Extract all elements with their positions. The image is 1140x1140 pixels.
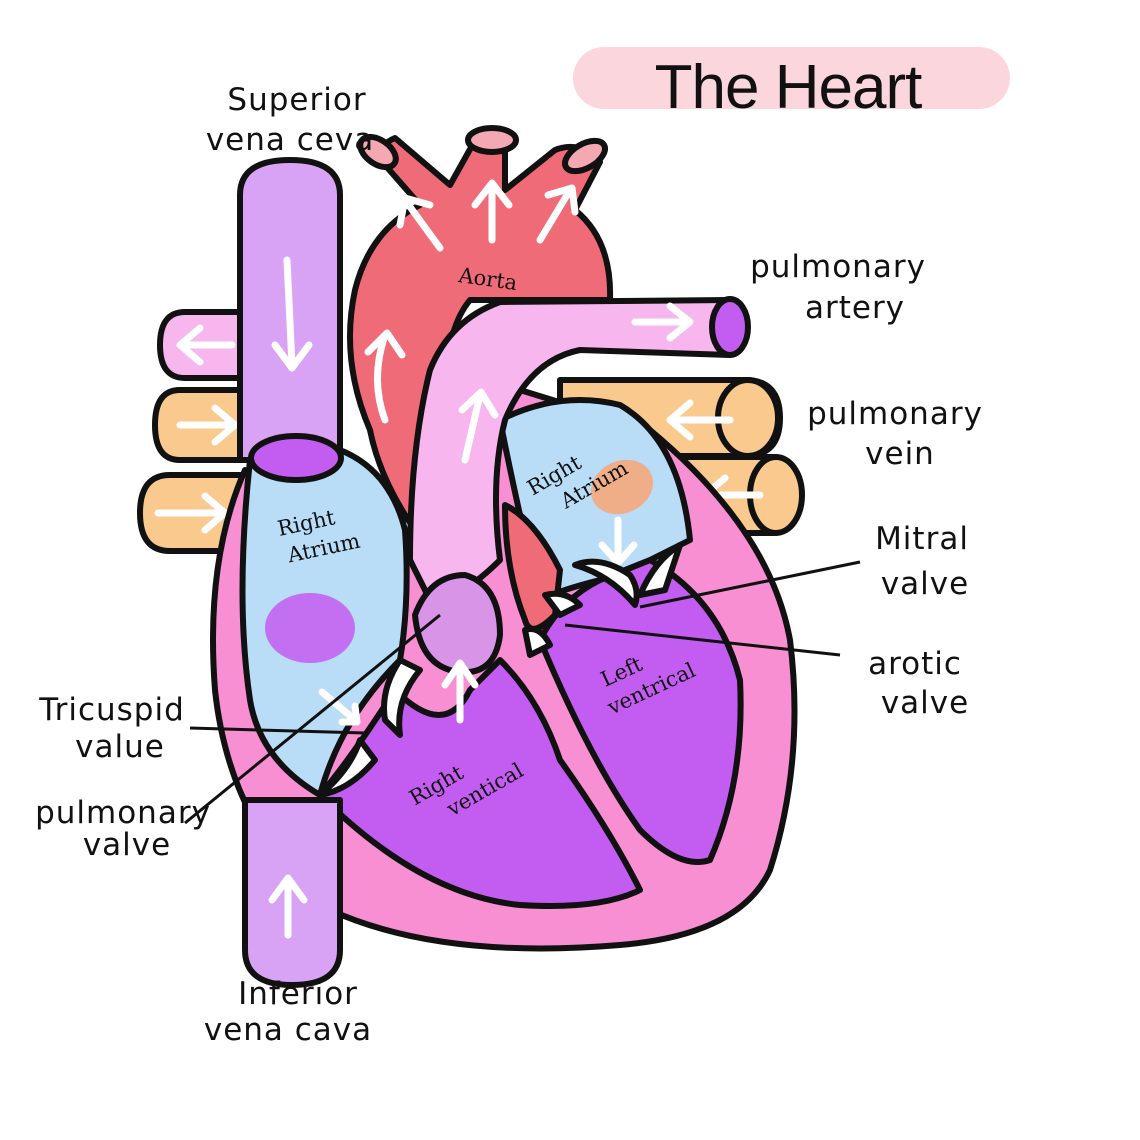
flow-arrow-icon <box>318 688 361 726</box>
flow-arrow-icon <box>471 179 513 244</box>
label-pulmonary-vein: pulmonary vein <box>807 396 983 472</box>
label-inferior-vena-cava: Inferior vena cava <box>204 976 372 1048</box>
pulmonary-artery <box>407 296 751 603</box>
flow-arrow-icon <box>364 329 406 424</box>
title-banner <box>573 47 1010 109</box>
svg-text:value: value <box>75 729 165 765</box>
flow-arrow-icon <box>268 874 308 939</box>
flow-arrow-icon <box>536 184 579 244</box>
label-pulmonary-valve: pulmonary valve <box>35 795 211 863</box>
flow-arrow-icon <box>176 324 236 366</box>
label-mitral-valve: Mitral valve <box>875 521 969 602</box>
pointer-tricuspid-valve <box>189 726 366 735</box>
svg-text:Tricuspid: Tricuspid <box>38 692 185 728</box>
svg-text:Superior: Superior <box>227 82 366 118</box>
pulmonary-valve-bulb <box>412 572 503 724</box>
left-pulmonary-vein-upper <box>152 387 253 463</box>
label-superior-vena-cava: Superior vena ceva <box>206 82 374 158</box>
superior-vena-cava <box>237 157 344 483</box>
pointer-pulmonary-valve <box>184 613 441 825</box>
svg-text:pulmonary: pulmonary <box>807 396 983 432</box>
flow-arrow-icon <box>458 388 499 464</box>
flow-arrow-icon <box>631 302 694 342</box>
pointer-lines <box>184 560 861 825</box>
svg-text:vena ceva: vena ceva <box>206 122 374 158</box>
svg-text:Mitral: Mitral <box>875 521 969 557</box>
svg-text:arotic: arotic <box>868 646 962 682</box>
label-tricuspid-valve: Tricuspid value <box>38 692 185 765</box>
flow-arrow-icon <box>598 516 638 567</box>
svg-text:pulmonary: pulmonary <box>750 249 926 285</box>
svg-text:valve: valve <box>83 827 171 863</box>
flow-arrow-icon <box>396 194 444 252</box>
valve-leaflets <box>317 542 683 798</box>
svg-text:vein: vein <box>865 436 935 472</box>
flow-arrow-icon <box>176 404 239 446</box>
svg-text:Inferior: Inferior <box>238 976 358 1012</box>
pointer-arotic-valve <box>564 623 841 657</box>
left-pulmonary-artery <box>157 309 253 381</box>
diagram-title: The Heart <box>655 53 922 122</box>
svg-text:vena cava: vena cava <box>204 1012 372 1048</box>
label-arotic-valve: arotic valve <box>868 646 969 721</box>
flow-arrow-icon <box>271 256 313 372</box>
flow-arrow-icon <box>441 659 479 724</box>
pointer-mitral-valve <box>639 560 861 609</box>
svg-text:artery: artery <box>805 290 905 326</box>
right-atrium-chamber-left <box>239 447 410 798</box>
flow-arrow-icon <box>666 399 734 441</box>
flow-arrow-icon <box>154 492 229 534</box>
inferior-vena-cava <box>242 797 343 988</box>
svg-text:valve: valve <box>881 566 969 602</box>
svg-text:pulmonary: pulmonary <box>35 795 211 831</box>
label-pulmonary-artery: pulmonary artery <box>750 249 926 326</box>
svg-text:valve: valve <box>881 685 969 721</box>
